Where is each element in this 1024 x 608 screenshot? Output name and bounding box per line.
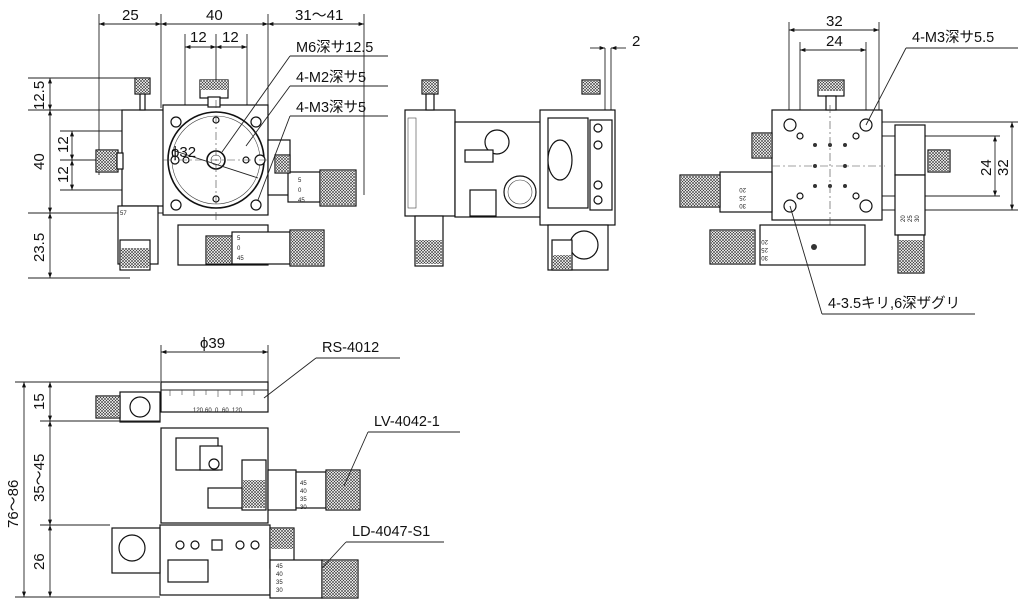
callout-m3: 4-M3深サ5 (296, 99, 366, 116)
dim-12-left-b: 12 (55, 166, 72, 183)
bottom-tick-35a: 35 (300, 497, 307, 503)
top-tick-20a: 20 (901, 215, 907, 222)
dim-12b: 12 (222, 29, 239, 46)
top-dim-32: 32 (826, 13, 843, 30)
side-view: 2 (404, 33, 640, 271)
front-tick-5a: 5 (298, 178, 302, 184)
front-tick-45b: 45 (237, 256, 244, 262)
dim-31-41: 31～41 (295, 7, 343, 24)
bottom-diameter-39: ϕ39 (200, 335, 225, 352)
rotary-60a: 60 (205, 408, 212, 414)
rotary-ticks (169, 390, 255, 397)
rotary-120a: 120 (193, 408, 204, 414)
callout-m3-5-5: 4-M3深サ5.5 (912, 29, 994, 46)
front-tick-0a: 0 (298, 188, 302, 194)
bottom-tick-40a: 40 (300, 489, 307, 495)
top-dim-24-right: 24 (978, 159, 995, 176)
bottom-tick-30b: 30 (276, 588, 283, 594)
bottom-dim-26: 26 (31, 553, 48, 570)
dim-12-left-a: 12 (55, 136, 72, 153)
top-tick-25b: 25 (739, 194, 746, 200)
bottom-tick-30a: 30 (300, 505, 307, 511)
top-tick-25c: 25 (761, 246, 768, 252)
bottom-dim-15: 15 (31, 393, 48, 410)
top-tick-20b: 20 (739, 186, 746, 192)
dim-12a: 12 (190, 29, 207, 46)
side-dim-2: 2 (632, 33, 640, 50)
bottom-tick-45a: 45 (300, 481, 307, 487)
top-tick-30b: 30 (739, 202, 746, 208)
front-tick-0b: 0 (237, 246, 241, 252)
dim-40: 40 (206, 7, 223, 24)
top-dim-24: 24 (826, 33, 843, 50)
dim-25: 25 (122, 7, 139, 24)
diameter-32: ϕ32 (171, 144, 196, 161)
front-tick-45a: 45 (298, 198, 305, 204)
bottom-tick-40b: 40 (276, 572, 283, 578)
bottom-tick-45b: 45 (276, 564, 283, 570)
callout-m6: M6深サ12.5 (296, 39, 373, 56)
dim-40-left: 40 (31, 153, 48, 170)
bottom-dim-76-86: 76～86 (5, 480, 22, 528)
bottom-view: ϕ39 120 60 0 60 120 (5, 335, 460, 599)
callout-m2: 4-M2深サ5 (296, 69, 366, 86)
rotary-0: 0 (215, 408, 219, 414)
model-lv-4042-1: LV-4042-1 (374, 414, 440, 430)
model-ld-4047-s1: LD-4047-S1 (352, 524, 430, 540)
top-tick-20c: 20 (761, 238, 768, 244)
front-view: 25 40 31～41 12 12 12.5 40 12 12 23.5 (28, 7, 388, 279)
rotary-60b: 60 (222, 408, 229, 414)
dim-12-5: 12.5 (31, 81, 48, 110)
top-dim-32-right: 32 (995, 159, 1012, 176)
front-tick-57: 57 (120, 211, 127, 217)
model-rs-4012: RS-4012 (322, 340, 379, 356)
front-tick-5b: 5 (237, 236, 241, 242)
top-tick-30a: 30 (915, 215, 921, 222)
rotary-120b: 120 (232, 408, 243, 414)
bottom-tick-35b: 35 (276, 580, 283, 586)
bottom-dim-35-45: 35～45 (31, 454, 48, 502)
dim-23-5: 23.5 (31, 233, 48, 262)
callout-counterbore: 4-3.5キリ,6深ザグリ (828, 295, 960, 312)
top-tick-25a: 25 (908, 215, 914, 222)
top-view: 32 24 24 32 (679, 13, 1018, 315)
top-tick-30c: 30 (761, 254, 768, 260)
